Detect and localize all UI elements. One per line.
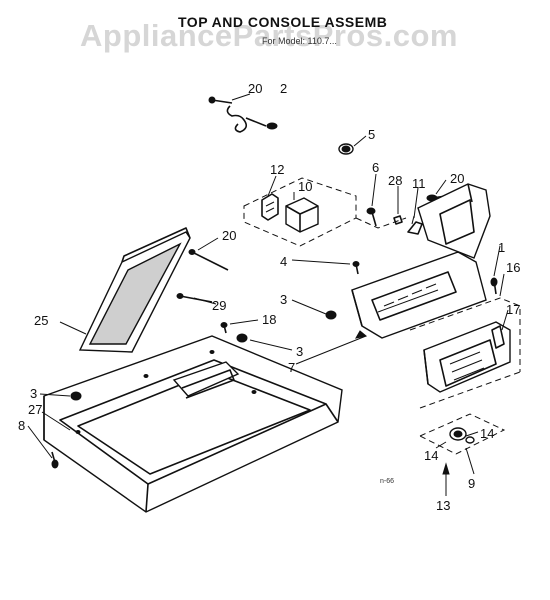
callout-17: 17 — [506, 302, 520, 317]
callout-16: 16 — [506, 260, 520, 275]
callout-28: 28 — [388, 173, 402, 188]
knob-part-5 — [338, 143, 354, 155]
callout-14-right: 14 — [480, 426, 494, 441]
screw-part-6 — [366, 207, 377, 227]
callout-29: 29 — [212, 298, 226, 313]
console-housing — [351, 251, 487, 339]
callout-3-console: 3 — [280, 292, 287, 307]
callout-20-right: 20 — [450, 171, 464, 186]
callout-labels: 20 2 5 12 10 6 28 11 20 20 1 16 4 3 17 2… — [18, 81, 520, 513]
diagram-subtitle: For Model: 110.7... — [262, 36, 337, 46]
nut-part-3-console — [325, 310, 337, 320]
nut-part-3-top — [236, 333, 248, 343]
dryer-top-panel — [43, 335, 343, 513]
clip-part-28 — [393, 215, 403, 225]
console-back-panel — [417, 183, 491, 259]
control-panel — [423, 321, 511, 393]
callout-4: 4 — [280, 254, 287, 269]
screw-part-20-top — [208, 96, 233, 104]
filter-panel-part-25 — [78, 227, 191, 353]
screw-part-1 — [490, 277, 498, 295]
screw-part-18 — [220, 322, 228, 334]
callout-6: 6 — [372, 160, 379, 175]
callout-3-left: 3 — [30, 386, 37, 401]
callout-9: 9 — [468, 476, 475, 491]
callout-7: 7 — [288, 360, 295, 375]
callout-18: 18 — [262, 312, 276, 327]
callout-20-left: 20 — [222, 228, 236, 243]
watermark-text: AppliancePartsPros.com — [80, 18, 458, 53]
clip-part-2 — [226, 105, 278, 133]
callout-8: 8 — [18, 418, 25, 433]
callout-2: 2 — [280, 81, 287, 96]
screw-part-4 — [352, 261, 360, 275]
callout-25: 25 — [34, 313, 48, 328]
callout-20: 20 — [248, 81, 262, 96]
callout-1: 1 — [498, 240, 505, 255]
nut-part-3-left — [70, 391, 82, 401]
screw-part-20-left — [188, 249, 229, 271]
callout-11: 11 — [412, 176, 426, 191]
callout-10: 10 — [298, 179, 312, 194]
callout-5: 5 — [368, 127, 375, 142]
knob-part-14 — [449, 427, 475, 444]
switch-part-12 — [261, 193, 279, 221]
diagram-title: TOP AND CONSOLE ASSEMB — [178, 14, 387, 30]
timer-part-10 — [285, 197, 319, 233]
bracket-part-11 — [407, 215, 423, 235]
callout-27: 27 — [28, 402, 42, 417]
callout-14-left: 14 — [424, 448, 438, 463]
callout-13: 13 — [436, 498, 450, 513]
screw-part-8 — [51, 451, 59, 469]
knob-group-outline — [418, 413, 506, 455]
callout-12: 12 — [270, 162, 284, 177]
figure-code: n-66 — [380, 478, 394, 485]
callout-3-top: 3 — [296, 344, 303, 359]
leader-lines — [27, 93, 509, 496]
